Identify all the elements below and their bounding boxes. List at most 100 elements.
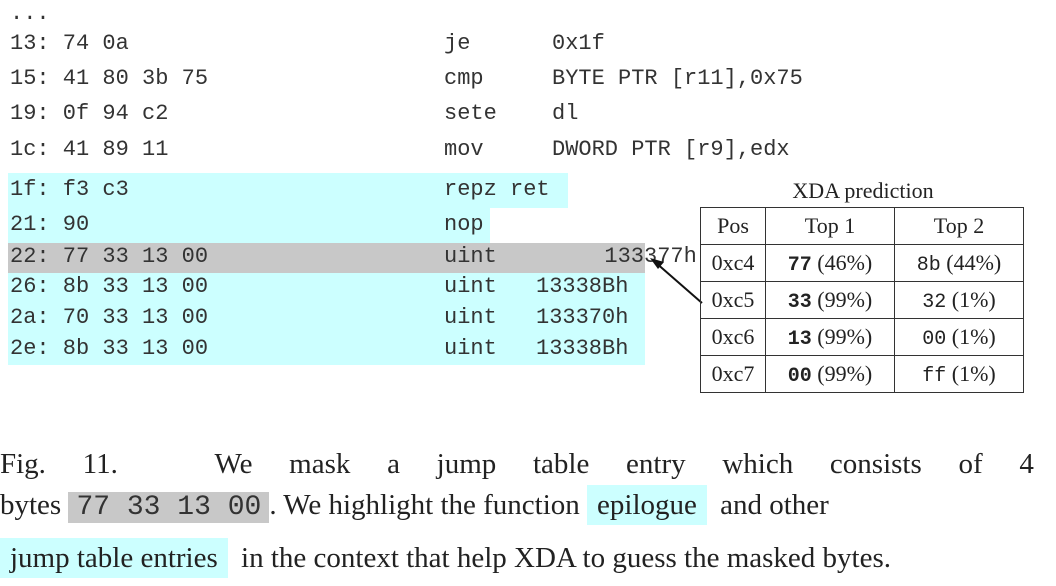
caption-word: table (532, 448, 590, 480)
listing-address: 2e: 8b 33 13 00 (10, 336, 209, 361)
listing-operand: DWORD PTR [r9],edx (552, 137, 790, 162)
header-top1: Top 1 (765, 207, 895, 245)
listing-row: 19: 0f 94 c2 sete dl (10, 100, 578, 128)
top2-pct: (1%) (951, 360, 996, 386)
cell-top1: 33 (99%) (765, 281, 895, 319)
caption-text: bytes (0, 489, 62, 521)
cell-top1: 00 (99%) (765, 355, 895, 393)
caption-line-1: Fig. 11. We mask a jump table entry whic… (0, 442, 1034, 486)
listing-operand: 13338Bh (536, 274, 629, 299)
epilogue-box: epilogue (587, 485, 707, 525)
listing-opcode: uint (444, 305, 497, 330)
top1-byte: 33 (787, 290, 812, 314)
top1-byte: 77 (787, 253, 812, 277)
jump-table-highlight (8, 273, 645, 365)
listing-row: 2a: 70 33 13 00 uint 133370h (10, 304, 628, 332)
listing-opcode: je (444, 31, 471, 56)
top2-pct: (1%) (951, 286, 996, 312)
listing-ellipsis: ... (10, 1, 50, 26)
top1-pct: (99%) (817, 286, 873, 312)
cell-pos: 0xc4 (700, 244, 766, 282)
cell-top2: 00 (1%) (894, 318, 1024, 356)
caption-text: in the context that help XDA to guess th… (241, 542, 891, 574)
caption-word: Fig. (0, 448, 46, 480)
listing-address: 26: 8b 33 13 00 (10, 274, 209, 299)
listing-opcode: uint (444, 244, 497, 269)
top2-pct: (1%) (951, 323, 996, 349)
cell-top2: ff (1%) (894, 355, 1024, 393)
header-pos: Pos (700, 207, 766, 245)
cell-top1: 77 (46%) (765, 244, 895, 282)
listing-opcode: sete (444, 101, 497, 126)
listing-address: 19: 0f 94 c2 (10, 101, 169, 126)
jump-table-entries-box: jump table entries (0, 538, 228, 578)
listing-address: 15: 41 80 3b 75 (10, 66, 209, 91)
top1-pct: (99%) (817, 323, 873, 349)
caption-word: which (722, 448, 794, 480)
listing-address: 21: 90 (10, 212, 90, 237)
top1-pct: (46%) (817, 249, 873, 275)
listing-row: ... (10, 0, 63, 28)
listing-address: 1c: 41 89 11 (10, 137, 169, 162)
caption-word: of (958, 448, 983, 480)
caption-word: 4 (1019, 448, 1034, 480)
top1-byte: 00 (787, 364, 812, 388)
listing-row: 26: 8b 33 13 00 uint 13338Bh (10, 273, 628, 301)
caption-word: mask (289, 448, 351, 480)
cell-top2: 8b (44%) (894, 244, 1024, 282)
table-row: 0xc6 13 (99%) 00 (1%) (700, 318, 1024, 356)
cell-pos: 0xc7 (700, 355, 766, 393)
listing-operand: dl (552, 101, 579, 126)
table-row: 0xc5 33 (99%) 32 (1%) (700, 281, 1024, 319)
cell-pos: 0xc5 (700, 281, 766, 319)
listing-row: 1c: 41 89 11 mov DWORD PTR [r9],edx (10, 136, 790, 164)
caption-line-2: bytes 77 33 13 00. We highlight the func… (0, 483, 1034, 530)
caption-line-3: jump table entries in the context that h… (0, 536, 1034, 580)
top2-byte: 32 (922, 290, 947, 314)
caption-word: 11. (82, 448, 118, 480)
caption-text: . We highlight the function (269, 489, 580, 521)
top2-byte: ff (922, 364, 947, 388)
listing-row: 1f: f3 c3 repz ret (10, 176, 550, 204)
listing-operand: 133377h (604, 244, 697, 269)
caption-word: entry (626, 448, 686, 480)
listing-operand: BYTE PTR [r11],0x75 (552, 66, 803, 91)
listing-row: 22: 77 33 13 00 uint 133377h (10, 243, 697, 271)
cell-top1: 13 (99%) (765, 318, 895, 356)
masked-bytes-box: 77 33 13 00 (68, 492, 270, 523)
nop-highlight (8, 208, 490, 243)
caption-word: We (214, 448, 253, 480)
caption-word: a (387, 448, 400, 480)
caption-word: consists (829, 448, 922, 480)
listing-address: 1f: f3 c3 (10, 177, 129, 202)
top1-byte: 13 (787, 327, 812, 351)
epilogue-highlight (8, 173, 568, 208)
listing-opcode: uint (444, 274, 497, 299)
xda-prediction-table: Pos Top 1 Top 2 0xc4 77 (46%) 8b (44%) 0… (700, 207, 1024, 393)
listing-opcode: uint (444, 336, 497, 361)
listing-opcode: cmp (444, 66, 484, 91)
listing-operand: 0x1f (552, 31, 605, 56)
listing-row: 15: 41 80 3b 75 cmp BYTE PTR [r11],0x75 (10, 65, 803, 93)
listing-operand: 13338Bh (536, 336, 629, 361)
listing-address: 13: 74 0a (10, 31, 129, 56)
listing-opcode: mov (444, 137, 484, 162)
top1-pct: (99%) (817, 360, 873, 386)
table-header-row: Pos Top 1 Top 2 (700, 207, 1024, 245)
top2-byte: 00 (922, 327, 947, 351)
listing-address: 2a: 70 33 13 00 (10, 305, 209, 330)
xda-table-title: XDA prediction (792, 178, 934, 203)
cell-pos: 0xc6 (700, 318, 766, 356)
header-top2: Top 2 (894, 207, 1024, 245)
listing-row: 21: 90 nop (10, 211, 484, 239)
caption-word: jump (436, 448, 497, 480)
listing-row: 13: 74 0a je 0x1f (10, 30, 605, 58)
listing-address: 22: 77 33 13 00 (10, 244, 209, 269)
top2-pct: (44%) (946, 249, 1002, 275)
listing-row: 2e: 8b 33 13 00 uint 13338Bh (10, 335, 628, 363)
listing-operand: 133370h (536, 305, 629, 330)
caption-text: and other (720, 489, 829, 521)
top2-byte: 8b (916, 253, 941, 277)
cell-top2: 32 (1%) (894, 281, 1024, 319)
